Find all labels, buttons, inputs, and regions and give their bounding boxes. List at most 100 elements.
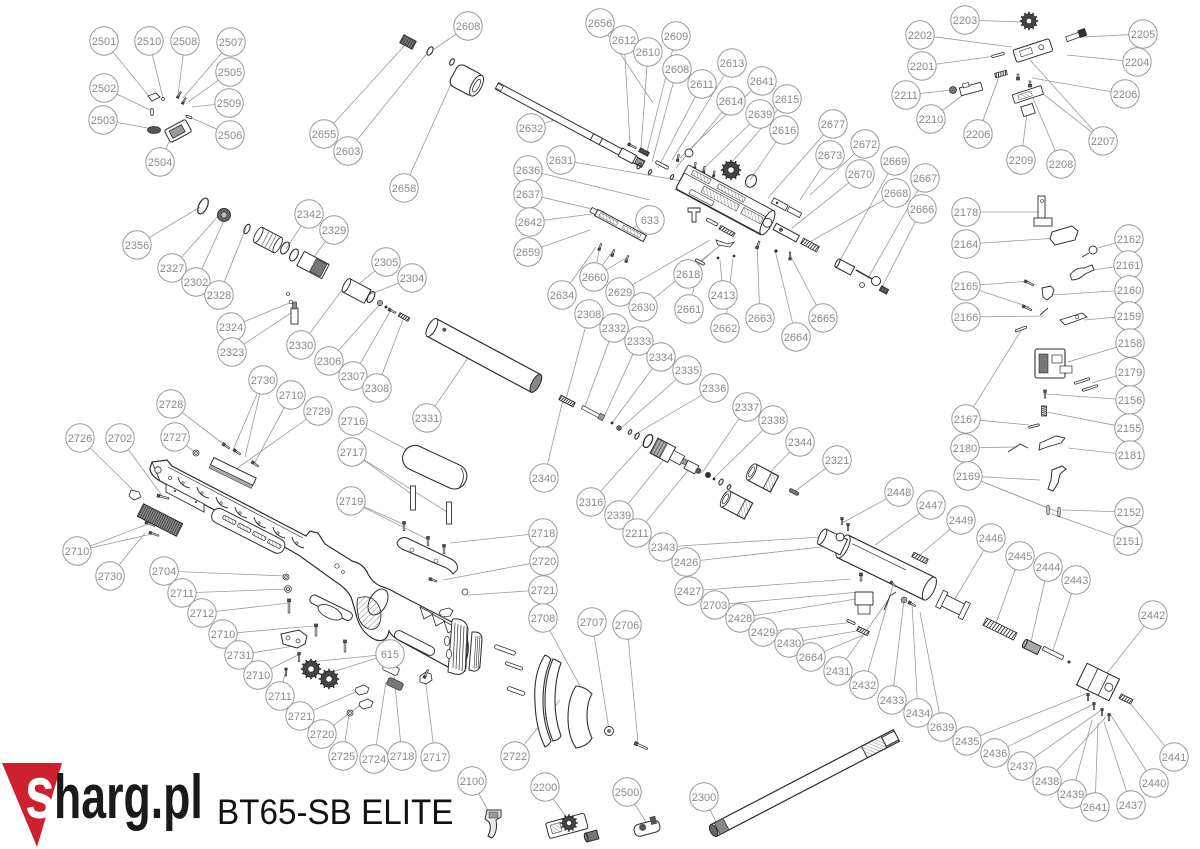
svg-text:2603: 2603 xyxy=(336,146,360,158)
svg-text:2206: 2206 xyxy=(1113,89,1137,101)
svg-text:2356: 2356 xyxy=(125,240,149,252)
svg-text:2608: 2608 xyxy=(456,21,480,33)
svg-text:2704: 2704 xyxy=(152,566,176,578)
svg-text:2169: 2169 xyxy=(956,471,980,483)
svg-text:2160: 2160 xyxy=(1117,285,1141,297)
svg-text:2708: 2708 xyxy=(531,613,555,625)
svg-text:2725: 2725 xyxy=(331,751,355,763)
svg-text:2614: 2614 xyxy=(719,96,743,108)
svg-text:2610: 2610 xyxy=(636,47,660,59)
svg-text:2434: 2434 xyxy=(906,708,930,720)
svg-text:2503: 2503 xyxy=(91,115,115,127)
svg-text:2334: 2334 xyxy=(649,352,673,364)
svg-text:2608: 2608 xyxy=(665,64,689,76)
svg-text:2656: 2656 xyxy=(588,18,612,30)
svg-text:2502: 2502 xyxy=(92,83,116,95)
svg-text:2300: 2300 xyxy=(692,792,716,804)
svg-text:2211: 2211 xyxy=(894,90,918,102)
svg-text:2200: 2200 xyxy=(533,782,557,794)
svg-text:2612: 2612 xyxy=(612,35,636,47)
svg-text:2718: 2718 xyxy=(531,528,555,540)
svg-text:BT65-SB ELITE: BT65-SB ELITE xyxy=(217,793,453,832)
svg-text:615: 615 xyxy=(381,649,399,661)
svg-text:2209: 2209 xyxy=(1009,155,1033,167)
svg-text:2641: 2641 xyxy=(1083,802,1107,814)
svg-text:2329: 2329 xyxy=(322,225,346,237)
svg-text:2662: 2662 xyxy=(713,323,737,335)
svg-text:2659: 2659 xyxy=(516,247,540,259)
svg-text:2207: 2207 xyxy=(1091,136,1115,148)
svg-text:2413: 2413 xyxy=(711,290,735,302)
svg-text:2337: 2337 xyxy=(735,402,759,414)
svg-text:2505: 2505 xyxy=(218,67,242,79)
svg-text:2668: 2668 xyxy=(884,188,908,200)
svg-text:2506: 2506 xyxy=(218,130,242,142)
svg-text:2509: 2509 xyxy=(217,98,241,110)
svg-text:2438: 2438 xyxy=(1035,776,1059,788)
svg-text:2632: 2632 xyxy=(519,123,543,135)
svg-text:2165: 2165 xyxy=(954,281,978,293)
svg-text:2342: 2342 xyxy=(297,209,321,221)
svg-text:2151: 2151 xyxy=(1116,536,1140,548)
svg-text:2663: 2663 xyxy=(748,313,772,325)
svg-text:2722: 2722 xyxy=(503,751,527,763)
svg-text:2721: 2721 xyxy=(531,585,555,597)
svg-text:2639: 2639 xyxy=(930,722,954,734)
svg-text:2710: 2710 xyxy=(279,390,303,402)
svg-text:2629: 2629 xyxy=(608,287,632,299)
svg-text:2448: 2448 xyxy=(887,487,911,499)
svg-text:2205: 2205 xyxy=(1131,29,1155,41)
svg-text:s: s xyxy=(25,751,55,834)
svg-text:2664: 2664 xyxy=(784,332,808,344)
svg-text:2202: 2202 xyxy=(908,30,932,42)
svg-text:2338: 2338 xyxy=(761,415,785,427)
svg-text:2666: 2666 xyxy=(910,204,934,216)
svg-text:2327: 2327 xyxy=(160,263,184,275)
svg-text:2328: 2328 xyxy=(207,290,231,302)
svg-text:2208: 2208 xyxy=(1049,159,1073,171)
svg-text:2206: 2206 xyxy=(966,129,990,141)
svg-text:2305: 2305 xyxy=(374,257,398,269)
svg-text:2642: 2642 xyxy=(518,217,542,229)
svg-text:2155: 2155 xyxy=(1117,423,1141,435)
svg-text:2664: 2664 xyxy=(799,652,823,664)
svg-text:2335: 2335 xyxy=(675,365,699,377)
svg-text:2440: 2440 xyxy=(1142,778,1166,790)
svg-text:2673: 2673 xyxy=(818,150,842,162)
svg-text:2710: 2710 xyxy=(65,546,89,558)
svg-text:2204: 2204 xyxy=(1125,57,1149,69)
svg-text:2609: 2609 xyxy=(664,31,688,43)
svg-text:2665: 2665 xyxy=(811,313,835,325)
svg-text:2672: 2672 xyxy=(853,139,877,151)
svg-text:2180: 2180 xyxy=(953,443,977,455)
svg-text:2432: 2432 xyxy=(852,680,876,692)
svg-text:2339: 2339 xyxy=(607,510,631,522)
svg-text:2340: 2340 xyxy=(532,473,556,485)
svg-text:2307: 2307 xyxy=(341,371,365,383)
svg-text:2156: 2156 xyxy=(1118,395,1142,407)
svg-text:2166: 2166 xyxy=(954,312,978,324)
svg-text:2655: 2655 xyxy=(312,129,336,141)
svg-text:2710: 2710 xyxy=(246,670,270,682)
svg-text:2211: 2211 xyxy=(625,528,649,540)
svg-text:2203: 2203 xyxy=(953,15,977,27)
svg-text:2446: 2446 xyxy=(979,533,1003,545)
svg-text:2616: 2616 xyxy=(772,125,796,137)
svg-text:2670: 2670 xyxy=(848,169,872,181)
svg-text:2306: 2306 xyxy=(317,356,341,368)
svg-text:2449: 2449 xyxy=(949,515,973,527)
svg-text:2507: 2507 xyxy=(219,37,243,49)
svg-text:2703: 2703 xyxy=(703,600,727,612)
svg-text:2431: 2431 xyxy=(826,666,850,678)
svg-text:2442: 2442 xyxy=(1141,610,1165,622)
svg-text:2427: 2427 xyxy=(677,586,701,598)
svg-text:2437: 2437 xyxy=(1010,761,1034,773)
svg-text:2613: 2613 xyxy=(720,58,744,70)
svg-text:2726: 2726 xyxy=(68,433,92,445)
svg-text:2702: 2702 xyxy=(108,433,132,445)
svg-text:2444: 2444 xyxy=(1036,562,1060,574)
svg-text:2437: 2437 xyxy=(1119,800,1143,812)
svg-text:2331: 2331 xyxy=(415,413,439,425)
svg-text:2724: 2724 xyxy=(362,754,386,766)
svg-text:2637: 2637 xyxy=(516,189,540,201)
